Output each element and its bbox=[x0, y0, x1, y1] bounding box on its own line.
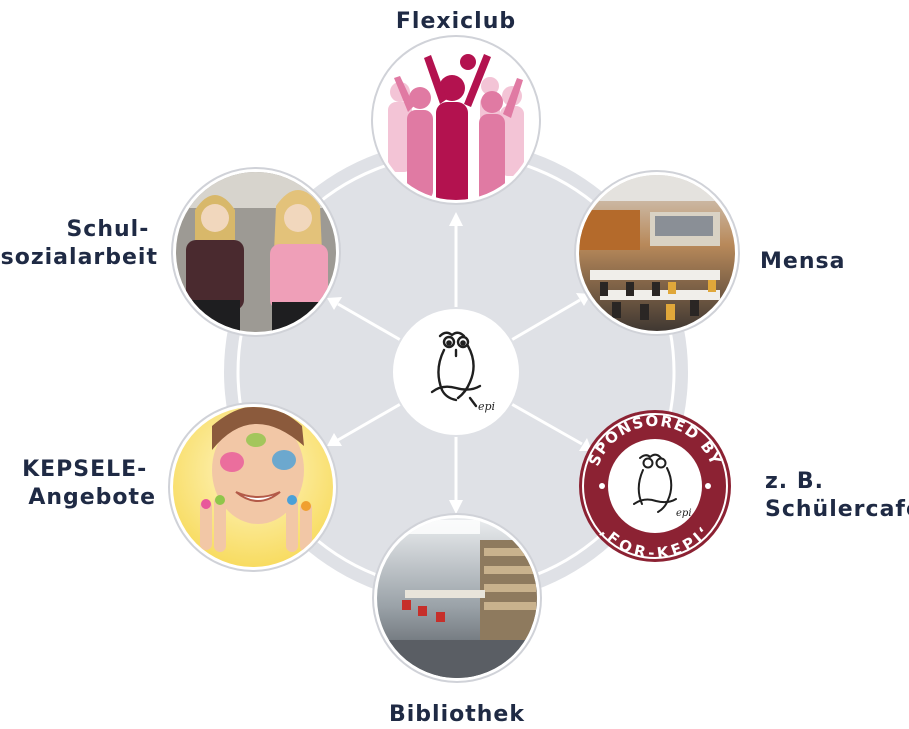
label-kepsele-line2: Angebote bbox=[28, 485, 156, 510]
arrow-to-kepsele bbox=[327, 400, 405, 446]
label-kepsele: KEPSELE- Angebote bbox=[22, 457, 156, 510]
label-schulsozialarbeit-line1: Schul- bbox=[66, 217, 149, 242]
label-schuelercafe-line2: Schülercafé bbox=[765, 497, 909, 522]
node-flexiclub[interactable]: Flexiclub bbox=[371, 9, 541, 212]
center-logo: epi bbox=[391, 307, 521, 437]
label-schulsozialarbeit-line2: sozialarbeit bbox=[1, 245, 158, 270]
node-kepsele[interactable]: KEPSELE- Angebote bbox=[22, 402, 338, 572]
label-schuelercafe-line1: z. B. bbox=[765, 469, 824, 494]
node-schulsozialarbeit[interactable]: Schul- sozialarbeit bbox=[1, 167, 341, 342]
center-logo-text: epi bbox=[478, 400, 495, 413]
arrow-to-schulsozialarbeit bbox=[327, 297, 405, 344]
arrow-to-schuelercafe bbox=[507, 400, 592, 451]
two-women-photo bbox=[176, 172, 336, 332]
arrows bbox=[327, 212, 592, 514]
arrow-to-flexiclub bbox=[449, 212, 463, 312]
painted-face-child-photo bbox=[173, 407, 333, 567]
node-schuelercafe[interactable]: SPONSORED BY ‚FOR-KEPI‘ epi z. B. Schüle… bbox=[579, 410, 909, 562]
label-schuelercafe: z. B. Schülercafé bbox=[765, 469, 909, 522]
label-mensa: Mensa bbox=[760, 249, 845, 274]
owl-icon bbox=[633, 453, 677, 513]
node-mensa[interactable]: Mensa bbox=[574, 170, 845, 336]
label-bibliothek: Bibliothek bbox=[389, 702, 525, 727]
badge-logo-text: epi bbox=[676, 508, 692, 519]
label-schulsozialarbeit: Schul- sozialarbeit bbox=[1, 217, 158, 270]
label-kepsele-line1: KEPSELE- bbox=[22, 457, 147, 482]
dancing-silhouettes-photo bbox=[376, 40, 536, 200]
label-flexiclub: Flexiclub bbox=[396, 9, 516, 34]
arrow-to-bibliothek bbox=[449, 432, 463, 514]
node-bibliothek[interactable]: Bibliothek bbox=[372, 513, 542, 727]
owl-icon bbox=[430, 331, 482, 408]
